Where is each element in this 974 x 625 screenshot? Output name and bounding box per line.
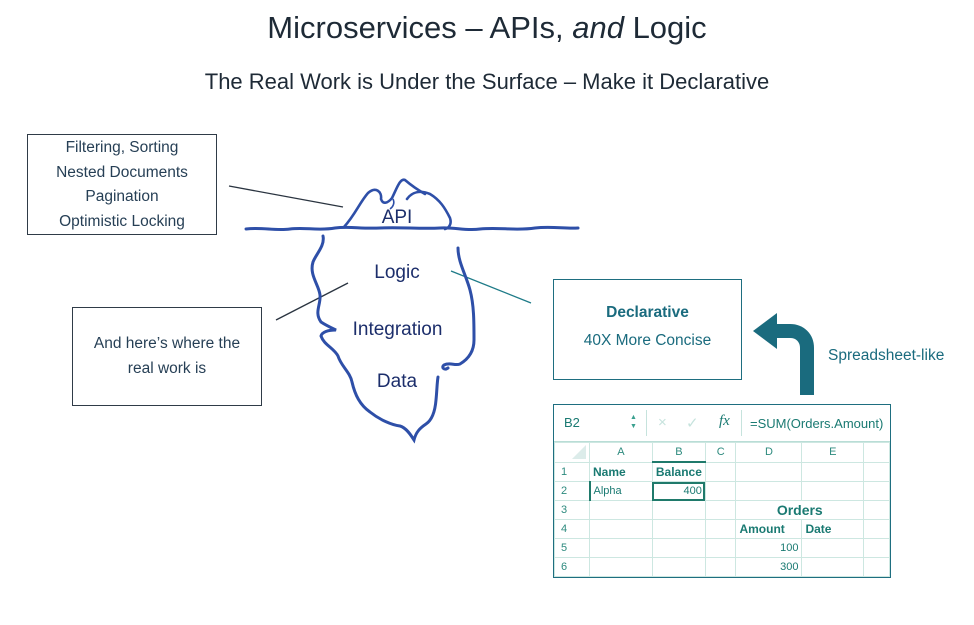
row-header[interactable]: 3 [554,500,590,520]
table-row: 5 100 [554,538,890,558]
iceberg-label-data: Data [376,371,418,392]
cell-E4[interactable]: Date [801,519,865,539]
cell-D4[interactable]: Amount [735,519,803,539]
cell-B6[interactable] [651,557,706,577]
select-all-corner[interactable] [554,442,590,463]
slide-subtitle: The Real Work is Under the Surface – Mak… [204,69,770,94]
cell-F1[interactable] [863,461,890,482]
water-line [244,225,580,232]
cell-B3[interactable] [651,500,706,520]
cell-B1[interactable]: Balance [651,461,706,482]
cell-B4[interactable] [651,519,706,539]
spreadsheet-like-label: Spreadsheet-like [828,347,945,364]
cell-C6[interactable] [704,557,737,577]
cell-C4[interactable] [704,519,737,539]
cell-A3[interactable] [589,500,653,520]
declarative-text: 40X More Concise [583,332,712,349]
row-header[interactable]: 5 [554,538,590,558]
feature-item: Pagination [85,188,159,205]
cell-F3[interactable] [863,500,890,520]
title-italic: and [572,10,624,45]
iceberg-tip [342,178,427,229]
cell-A4[interactable] [589,519,653,539]
cancel-icon[interactable]: × [658,414,667,431]
feature-item: Filtering, Sorting [65,139,179,156]
iceberg-tip-crease [389,198,395,210]
row-header[interactable]: 2 [554,481,590,501]
formula-input[interactable]: =SUM(Orders.Amount) [750,416,884,431]
cell-F4[interactable] [863,519,890,539]
curved-arrow-left-icon [775,324,814,395]
formula-bar: B2 ▲▼ × ✓ fx =SUM(Orders.Amount) [554,405,890,442]
leader-line-features [228,185,344,208]
enter-check-icon[interactable]: ✓ [686,415,699,432]
table-row: 6 300 [554,557,890,577]
row-header[interactable]: 6 [554,557,590,577]
cell-E2[interactable] [801,481,865,501]
leader-line-declarative [450,270,532,304]
cell-F2[interactable] [863,481,890,501]
cell-F6[interactable] [863,557,890,577]
cell-C2[interactable] [704,481,737,501]
fx-icon[interactable]: fx [719,413,730,429]
feature-item: Optimistic Locking [59,212,185,230]
feature-item: Nested Documents [56,163,188,181]
realwork-line: And here’s where the [93,335,241,352]
iceberg-label-integration: Integration [352,319,443,340]
realwork-line: real work is [127,360,207,377]
cell-B2-selected[interactable]: 400 [651,481,706,501]
cell-A6[interactable] [589,557,653,577]
table-row: 4 Amount Date [554,519,890,539]
table-row: 1 Name Balance [554,461,890,482]
cell-C1[interactable] [704,461,737,482]
iceberg-label-logic: Logic [374,262,420,283]
column-header-row: A B C D E [554,442,890,463]
column-header[interactable]: D [735,442,803,463]
cell-D1[interactable] [735,461,803,482]
spreadsheet: B2 ▲▼ × ✓ fx =SUM(Orders.Amount) A B C D… [553,404,891,578]
title-text-2: Logic [623,10,707,45]
slide-title: Microservices – APIs, and Logic [0,10,974,46]
iceberg-label-api: API [381,207,413,228]
cell-E5[interactable] [801,538,865,558]
cell-D6[interactable]: 300 [735,557,803,577]
cell-E6[interactable] [801,557,865,577]
cell-C5[interactable] [704,538,737,558]
cell-D5[interactable]: 100 [735,538,803,558]
spreadsheet-grid: A B C D E 1 Name Balance 2 Alpha 400 3 [554,442,890,577]
column-header[interactable] [863,442,890,463]
cell-A2[interactable]: Alpha [588,481,653,501]
leader-line-realwork [275,282,349,321]
cell-A5[interactable] [589,538,653,558]
row-header[interactable]: 1 [554,461,590,482]
cell-E1[interactable] [801,461,865,482]
column-header[interactable]: C [704,442,737,463]
orders-table-title[interactable]: Orders [735,500,865,520]
cell-A1[interactable]: Name [589,461,653,482]
iceberg-body-left [310,234,440,444]
cell-F5[interactable] [863,538,890,558]
arrow-head [753,313,777,349]
cell-C3[interactable] [704,500,737,520]
column-header[interactable]: B [651,442,706,463]
table-row: 3 Orders [554,500,890,520]
name-box[interactable]: B2 [564,415,580,430]
row-header[interactable]: 4 [554,519,590,539]
table-row: 2 Alpha 400 [554,481,890,501]
features-callout-box: Filtering, Sorting Nested Documents Pagi… [27,134,217,235]
formula-bar-divider [646,410,647,436]
title-text-1: Microservices – APIs, [267,10,573,45]
formula-bar-divider [741,410,742,436]
column-header[interactable]: E [801,442,865,463]
realwork-callout-box: And here’s where the real work is [72,307,262,406]
name-box-spinner-icon[interactable]: ▲▼ [630,414,637,430]
cell-D2[interactable] [735,481,803,501]
declarative-heading: Declarative [606,304,689,321]
column-header[interactable]: A [589,442,653,463]
cell-B5[interactable] [651,538,706,558]
declarative-callout-box: Declarative 40X More Concise [553,279,742,380]
iceberg-body-right [441,246,476,371]
iceberg-tip-right [405,190,452,231]
